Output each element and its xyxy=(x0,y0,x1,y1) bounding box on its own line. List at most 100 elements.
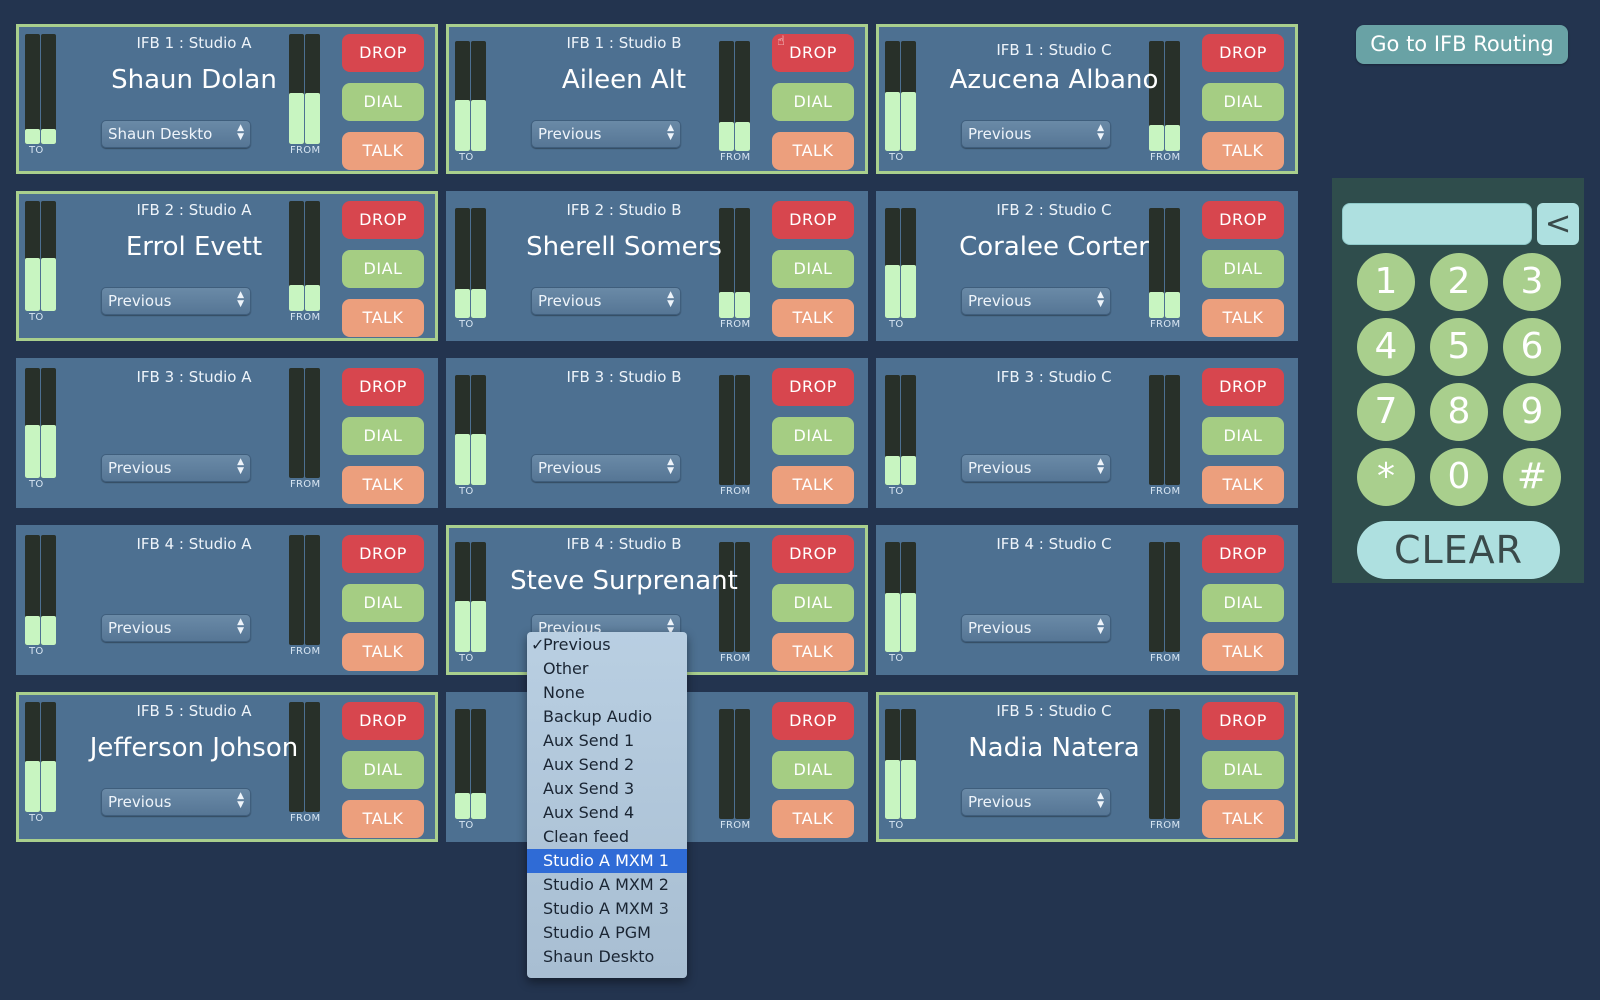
drop-button[interactable]: DROP xyxy=(1202,201,1284,239)
dropdown-option[interactable]: Aux Send 2 xyxy=(527,753,687,777)
keypad-key[interactable]: 6 xyxy=(1503,318,1561,376)
keypad-key[interactable]: 1 xyxy=(1357,253,1415,311)
to-level-meter xyxy=(901,208,916,318)
talk-button[interactable]: TALK xyxy=(342,299,424,337)
dropdown-option[interactable]: Aux Send 4 xyxy=(527,801,687,825)
dropdown-option[interactable]: Clean feed xyxy=(527,825,687,849)
drop-button[interactable]: DROP xyxy=(1202,535,1284,573)
dial-button[interactable]: DIAL xyxy=(342,417,424,455)
source-select[interactable]: Shaun Deskto▲▼ xyxy=(101,120,251,148)
dropdown-option-label: Studio A PGM xyxy=(543,923,651,942)
dial-button[interactable]: DIAL xyxy=(772,83,854,121)
keypad-key[interactable]: 7 xyxy=(1357,383,1415,441)
from-level-fill xyxy=(305,93,320,144)
drop-button[interactable]: DROP xyxy=(342,368,424,406)
source-select-value: Previous xyxy=(108,459,172,477)
keypad-key[interactable]: 2 xyxy=(1430,253,1488,311)
keypad-key[interactable]: 3 xyxy=(1503,253,1561,311)
keypad-key[interactable]: 4 xyxy=(1357,318,1415,376)
drop-button[interactable]: DROP xyxy=(772,535,854,573)
source-select[interactable]: Previous▲▼ xyxy=(101,287,251,315)
dial-button[interactable]: DIAL xyxy=(342,751,424,789)
drop-button[interactable]: DROP xyxy=(342,34,424,72)
dial-button[interactable]: DIAL xyxy=(772,250,854,288)
talk-button[interactable]: TALK xyxy=(1202,466,1284,504)
drop-button[interactable]: DROP xyxy=(342,201,424,239)
dropdown-option[interactable]: Studio A MXM 2 xyxy=(527,873,687,897)
drop-button[interactable]: DROP xyxy=(772,201,854,239)
talk-button[interactable]: TALK xyxy=(772,633,854,671)
dial-button[interactable]: DIAL xyxy=(1202,83,1284,121)
keypad-key[interactable]: * xyxy=(1357,448,1415,506)
keypad-key[interactable]: 9 xyxy=(1503,383,1561,441)
dial-button[interactable]: DIAL xyxy=(342,584,424,622)
source-select[interactable]: Previous▲▼ xyxy=(961,454,1111,482)
talk-button[interactable]: TALK xyxy=(1202,800,1284,838)
source-select[interactable]: Previous▲▼ xyxy=(961,614,1111,642)
dropdown-option[interactable]: Studio A MXM 1 xyxy=(527,849,687,873)
dial-button[interactable]: DIAL xyxy=(1202,584,1284,622)
talk-button[interactable]: TALK xyxy=(1202,132,1284,170)
source-select[interactable]: Previous▲▼ xyxy=(101,614,251,642)
keypad-key[interactable]: 8 xyxy=(1430,383,1488,441)
talk-button[interactable]: TALK xyxy=(342,800,424,838)
keypad-key[interactable]: # xyxy=(1503,448,1561,506)
drop-button[interactable]: DROP xyxy=(1202,368,1284,406)
panel-title: IFB 5 : Studio C xyxy=(996,702,1112,720)
dial-button[interactable]: DIAL xyxy=(342,250,424,288)
drop-button[interactable]: DROP xyxy=(342,702,424,740)
dropdown-option[interactable]: Aux Send 3 xyxy=(527,777,687,801)
dial-button[interactable]: DIAL xyxy=(772,584,854,622)
dial-button[interactable]: DIAL xyxy=(342,83,424,121)
talk-button[interactable]: TALK xyxy=(1202,299,1284,337)
dial-button[interactable]: DIAL xyxy=(1202,751,1284,789)
source-select[interactable]: Previous▲▼ xyxy=(101,454,251,482)
to-level-fill xyxy=(471,601,486,652)
source-select[interactable]: Previous▲▼ xyxy=(531,287,681,315)
talk-button[interactable]: TALK xyxy=(342,633,424,671)
dropdown-option[interactable]: ✓Previous xyxy=(527,633,687,657)
drop-button[interactable]: DROP xyxy=(342,535,424,573)
drop-button[interactable]: DROP xyxy=(1202,702,1284,740)
dial-button[interactable]: DIAL xyxy=(1202,417,1284,455)
clear-button[interactable]: CLEAR xyxy=(1357,521,1560,579)
dropdown-option-label: Previous xyxy=(543,635,611,654)
dial-number-display[interactable] xyxy=(1342,203,1532,245)
dial-button[interactable]: DIAL xyxy=(772,751,854,789)
source-select[interactable]: Previous▲▼ xyxy=(961,120,1111,148)
dropdown-option[interactable]: Backup Audio xyxy=(527,705,687,729)
dropdown-option[interactable]: Studio A MXM 3 xyxy=(527,897,687,921)
talk-button[interactable]: TALK xyxy=(772,800,854,838)
source-select[interactable]: Previous▲▼ xyxy=(531,120,681,148)
drop-button[interactable]: DROP xyxy=(772,702,854,740)
drop-button[interactable]: DROP xyxy=(1202,34,1284,72)
dropdown-option[interactable]: Studio A PGM xyxy=(527,921,687,945)
dropdown-option[interactable]: Other xyxy=(527,657,687,681)
dropdown-option[interactable]: None xyxy=(527,681,687,705)
talk-button[interactable]: TALK xyxy=(1202,633,1284,671)
dial-button[interactable]: DIAL xyxy=(772,417,854,455)
talk-button[interactable]: TALK xyxy=(342,466,424,504)
from-label: FROM xyxy=(290,646,321,657)
backspace-button[interactable]: < xyxy=(1537,203,1579,245)
drop-button[interactable]: DROP xyxy=(772,34,854,72)
dropdown-option[interactable]: Shaun Deskto xyxy=(527,945,687,969)
dropdown-option[interactable]: Aux Send 1 xyxy=(527,729,687,753)
talk-button[interactable]: TALK xyxy=(772,466,854,504)
source-select[interactable]: Previous▲▼ xyxy=(531,454,681,482)
panel-title: IFB 2 : Studio B xyxy=(566,201,682,219)
keypad-key[interactable]: 5 xyxy=(1430,318,1488,376)
ifb-routing-button[interactable]: Go to IFB Routing xyxy=(1356,25,1568,64)
source-select[interactable]: Previous▲▼ xyxy=(961,788,1111,816)
source-select[interactable]: Previous▲▼ xyxy=(101,788,251,816)
keypad-key[interactable]: 0 xyxy=(1430,448,1488,506)
from-label: FROM xyxy=(720,319,751,330)
talk-button[interactable]: TALK xyxy=(772,299,854,337)
talk-button[interactable]: TALK xyxy=(772,132,854,170)
drop-button[interactable]: DROP xyxy=(772,368,854,406)
source-select[interactable]: Previous▲▼ xyxy=(961,287,1111,315)
talk-button[interactable]: TALK xyxy=(342,132,424,170)
dial-button[interactable]: DIAL xyxy=(1202,250,1284,288)
from-level-meter xyxy=(1149,709,1164,819)
